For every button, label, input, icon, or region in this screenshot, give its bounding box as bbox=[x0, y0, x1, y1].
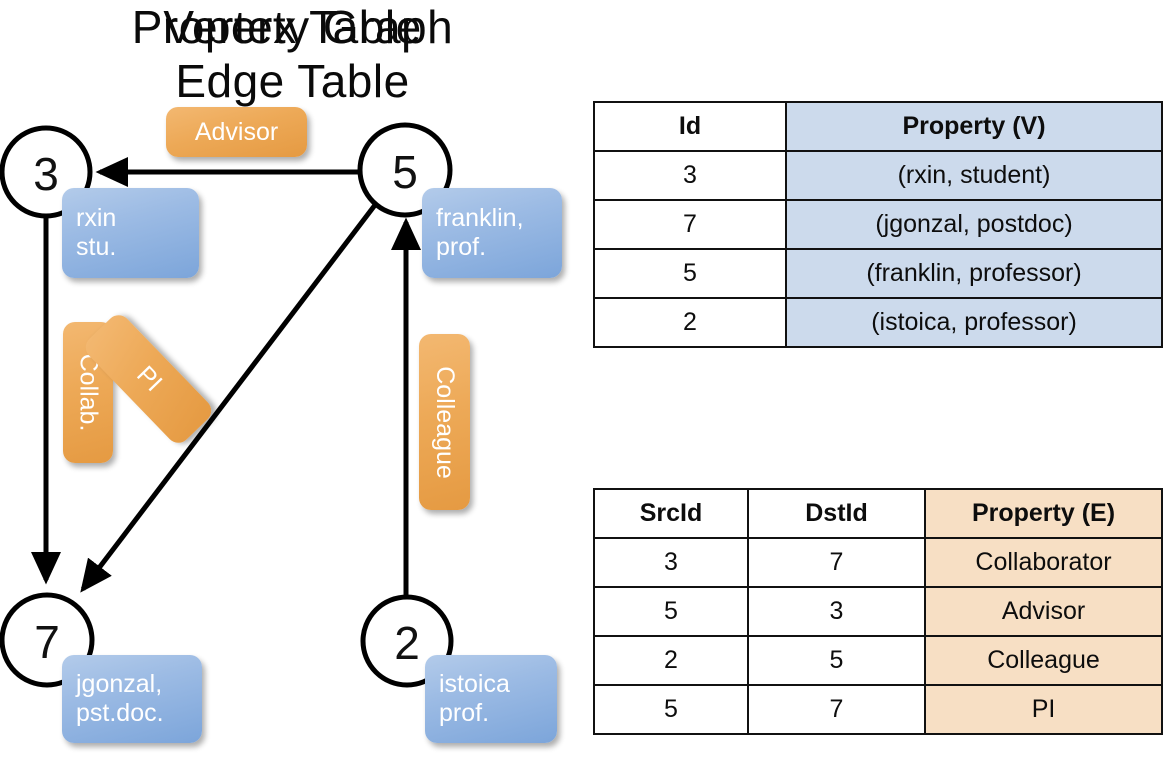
chip-label: PI bbox=[130, 360, 168, 397]
table-row: 2 (istoica, professor) bbox=[593, 297, 1163, 348]
edge-cell-dstid: 5 bbox=[747, 635, 926, 686]
edge-cell-dstid: 7 bbox=[747, 537, 926, 588]
vertex-cell-id: 3 bbox=[593, 150, 787, 201]
property-graph-panel: Property Graph 3 5 7 2 rxin stu. frankli… bbox=[0, 1, 562, 743]
node-label-3: 3 bbox=[33, 148, 59, 200]
property-graph-title: Property Graph bbox=[131, 1, 454, 53]
edge-cell-srcid: 2 bbox=[593, 635, 749, 686]
vertex-cell-property: (istoica, professor) bbox=[785, 297, 1163, 348]
chip-line: prof. bbox=[436, 233, 487, 261]
edge-header-srcid: SrcId bbox=[593, 488, 749, 539]
node-label-2: 2 bbox=[394, 617, 420, 669]
edge-header-property: Property (E) bbox=[924, 488, 1163, 539]
edge-cell-property: Advisor bbox=[924, 586, 1163, 637]
table-row: 2 5 Colleague bbox=[593, 635, 1163, 686]
vertex-header-id: Id bbox=[593, 101, 787, 152]
edge-cell-srcid: 3 bbox=[593, 537, 749, 588]
edge-cell-dstid: 3 bbox=[747, 586, 926, 637]
vertex-property-chip-7: jgonzal, pst.doc. bbox=[62, 655, 202, 743]
table-row: 3 7 Collaborator bbox=[593, 537, 1163, 588]
table-row: 3 (rxin, student) bbox=[593, 150, 1163, 201]
graph-canvas: 3 5 7 2 bbox=[0, 122, 454, 688]
vertex-cell-id: 2 bbox=[593, 297, 787, 348]
chip-line: istoica bbox=[439, 669, 510, 698]
table-row: 7 (jgonzal, postdoc) bbox=[593, 199, 1163, 250]
chip-line: jgonzal, bbox=[76, 669, 163, 698]
edge-property-chip-advisor: Advisor bbox=[166, 107, 307, 157]
vertex-table: Id Property (V) 3 (rxin, student) 7 (jgo… bbox=[593, 101, 1163, 348]
chip-label: Collab. bbox=[74, 353, 103, 432]
node-label-5: 5 bbox=[392, 146, 418, 198]
table-row: 5 3 Advisor bbox=[593, 586, 1163, 637]
vertex-cell-property: (rxin, student) bbox=[785, 150, 1163, 201]
table-header-row: Id Property (V) bbox=[593, 101, 1163, 152]
edge-cell-property: PI bbox=[924, 684, 1163, 735]
edge-table: SrcId DstId Property (E) 3 7 Collaborato… bbox=[593, 488, 1163, 735]
edge-cell-srcid: 5 bbox=[593, 684, 749, 735]
vertex-property-chip-3: rxin stu. bbox=[62, 188, 199, 278]
edge-header-dstid: DstId bbox=[747, 488, 926, 539]
vertex-cell-id: 5 bbox=[593, 248, 787, 299]
vertex-property-chip-5: franklin, prof. bbox=[422, 188, 562, 278]
edge-cell-property: Colleague bbox=[924, 635, 1163, 686]
table-row: 5 7 PI bbox=[593, 684, 1163, 735]
edge-cell-srcid: 5 bbox=[593, 586, 749, 637]
chip-line: prof. bbox=[439, 699, 490, 727]
vertex-cell-property: (franklin, professor) bbox=[785, 248, 1163, 299]
edge-table-title: Edge Table bbox=[175, 55, 410, 107]
edge-cell-property: Collaborator bbox=[924, 537, 1163, 588]
chip-label: Colleague bbox=[431, 365, 459, 479]
edge-property-chip-colleague: Colleague bbox=[419, 334, 470, 510]
node-label-7: 7 bbox=[34, 616, 60, 668]
vertex-header-property: Property (V) bbox=[785, 101, 1163, 152]
edge-cell-dstid: 7 bbox=[747, 684, 926, 735]
chip-label: Advisor bbox=[194, 117, 279, 146]
table-header-row: SrcId DstId Property (E) bbox=[593, 488, 1163, 539]
vertex-cell-property: (jgonzal, postdoc) bbox=[785, 199, 1163, 250]
chip-line: pst.doc. bbox=[76, 699, 164, 727]
vertex-cell-id: 7 bbox=[593, 199, 787, 250]
chip-line: rxin bbox=[76, 203, 117, 232]
vertex-property-chip-2: istoica prof. bbox=[425, 655, 557, 743]
chip-line: franklin, bbox=[436, 203, 524, 232]
edge-5-to-7 bbox=[80, 203, 377, 593]
chip-line: stu. bbox=[76, 233, 117, 261]
table-row: 5 (franklin, professor) bbox=[593, 248, 1163, 299]
vertex-table-title: Vertex Table bbox=[163, 1, 422, 53]
